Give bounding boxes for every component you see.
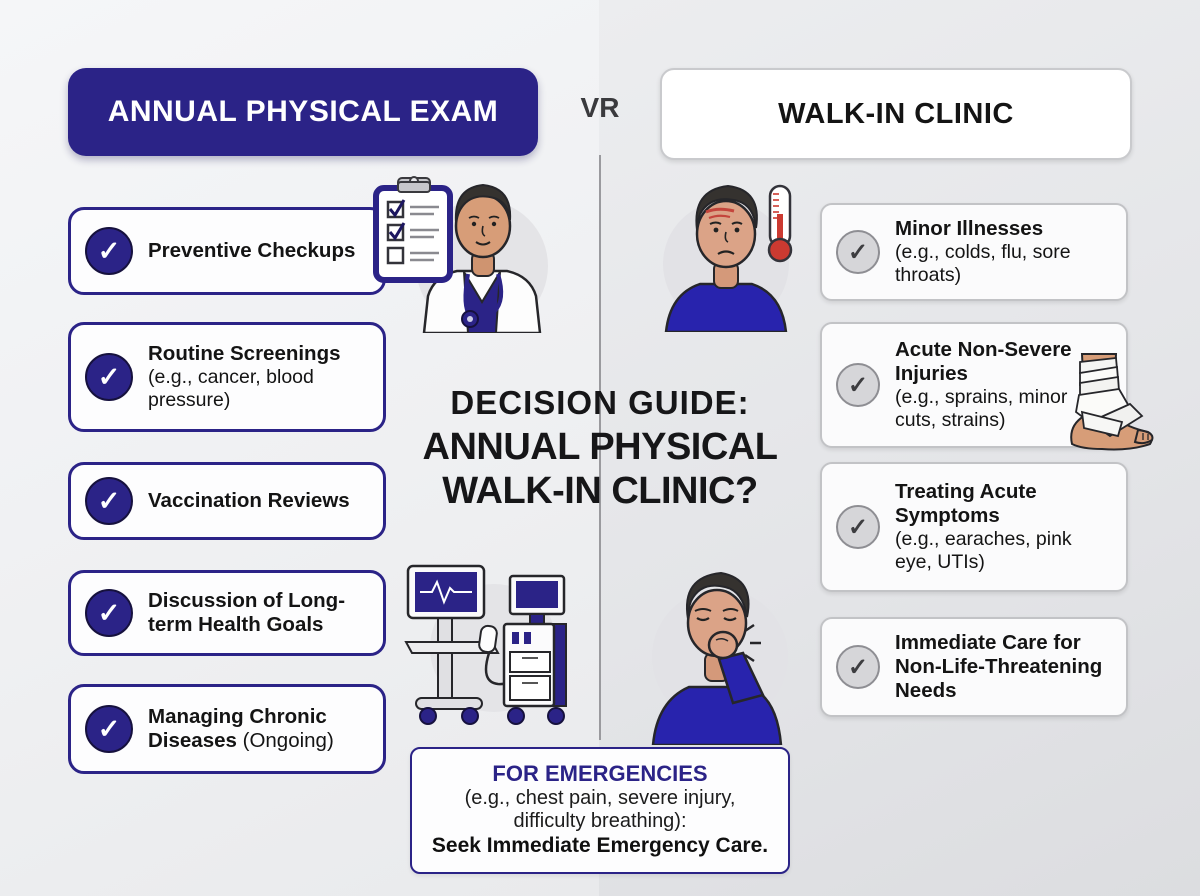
check-icon: ✓ bbox=[836, 230, 880, 274]
card-subtitle: (e.g., earaches, pink eye, UTIs) bbox=[895, 528, 1072, 574]
card-subtitle: (e.g., cancer, blood pressure) bbox=[148, 366, 314, 412]
card-title: Minor Illnesses bbox=[895, 216, 1044, 240]
annual-physical-exam-header: ANNUAL PHYSICAL EXAM bbox=[68, 68, 538, 156]
card-suffix: (Ongoing) bbox=[236, 729, 334, 752]
left-card-vaccination-reviews: ✓ Vaccination Reviews bbox=[68, 462, 386, 540]
cough-lines bbox=[744, 623, 761, 663]
card-title: Immediate Care for Non-Life-Threatening … bbox=[895, 630, 1103, 703]
card-text: Managing Chronic Diseases (Ongoing) bbox=[148, 705, 369, 753]
check-icon: ✓ bbox=[836, 505, 880, 549]
doctor-illustration bbox=[373, 176, 548, 333]
left-card-preventive-checkups: ✓ Preventive Checkups bbox=[68, 207, 386, 295]
check-icon: ✓ bbox=[85, 477, 133, 525]
left-card-long-term-goals: ✓ Discussion of Long-term Health Goals bbox=[68, 570, 386, 656]
emergency-notice-box: FOR EMERGENCIES (e.g., chest pain, sever… bbox=[410, 747, 790, 874]
right-card-immediate-care: ✓ Immediate Care for Non-Life-Threatenin… bbox=[820, 617, 1128, 717]
card-title: Preventive Checkups bbox=[148, 238, 356, 262]
card-subtitle: (e.g., sprains, minor cuts, strains) bbox=[895, 386, 1068, 432]
left-card-chronic-diseases: ✓ Managing Chronic Diseases (Ongoing) bbox=[68, 684, 386, 774]
versus-label: VR bbox=[580, 92, 620, 123]
card-title: Routine Screenings bbox=[148, 341, 341, 365]
thermometer-icon bbox=[767, 184, 793, 263]
card-title: Vaccination Reviews bbox=[148, 488, 350, 512]
stethoscope-icon bbox=[461, 273, 504, 328]
emergency-body-line2: difficulty breathing): bbox=[513, 810, 687, 833]
medical-equipment-illustration bbox=[404, 564, 567, 725]
right-card-acute-injuries: ✓ Acute Non-Severe Injuries (e.g., sprai… bbox=[820, 322, 1128, 448]
check-icon: ✓ bbox=[85, 227, 133, 275]
emergency-emphasis: Seek Immediate Emergency Care. bbox=[431, 834, 769, 858]
center-divider-line bbox=[599, 155, 601, 740]
card-text: Minor Illnesses (e.g., colds, flu, sore … bbox=[895, 217, 1112, 287]
left-card-routine-screenings: ✓ Routine Screenings (e.g., cancer, bloo… bbox=[68, 322, 386, 432]
clipboard-icon bbox=[373, 176, 453, 283]
annual-physical-exam-header-label: ANNUAL PHYSICAL EXAM bbox=[107, 95, 499, 128]
card-title: Managing Chronic Diseases bbox=[148, 704, 327, 752]
card-text: Immediate Care for Non-Life-Threatening … bbox=[895, 631, 1112, 704]
walk-in-clinic-header: WALK-IN CLINIC bbox=[660, 68, 1132, 160]
monitor-on-stand bbox=[404, 564, 516, 725]
check-icon: ✓ bbox=[85, 589, 133, 637]
check-icon: ✓ bbox=[85, 353, 133, 401]
right-card-acute-symptoms: ✓ Treating Acute Symptoms (e.g., earache… bbox=[820, 462, 1128, 592]
doctor-figure bbox=[422, 183, 542, 333]
card-subtitle: (e.g., colds, flu, sore throats) bbox=[895, 241, 1071, 287]
emergency-heading: FOR EMERGENCIES bbox=[492, 761, 708, 786]
card-title: Discussion of Long-term Health Goals bbox=[148, 588, 346, 636]
card-text: Preventive Checkups bbox=[148, 239, 355, 263]
card-text: Vaccination Reviews bbox=[148, 489, 350, 513]
coughing-man-illustration bbox=[651, 571, 788, 745]
title-line-3: WALK-IN CLINIC? bbox=[442, 469, 758, 512]
check-icon: ✓ bbox=[836, 363, 880, 407]
card-text: Routine Screenings (e.g., cancer, blood … bbox=[148, 342, 369, 412]
bandage-wraps bbox=[1075, 357, 1144, 438]
title-line-1: DECISION GUIDE: bbox=[450, 384, 750, 421]
walk-in-clinic-header-label: WALK-IN CLINIC bbox=[778, 97, 1014, 130]
equipment-cart bbox=[502, 574, 567, 725]
sick-man-illustration bbox=[663, 184, 793, 332]
card-text: Acute Non-Severe Injuries (e.g., sprains… bbox=[895, 338, 1091, 432]
check-icon: ✓ bbox=[85, 705, 133, 753]
emergency-body-line1: (e.g., chest pain, severe injury, bbox=[464, 787, 736, 810]
right-card-minor-illnesses: ✓ Minor Illnesses (e.g., colds, flu, sor… bbox=[820, 203, 1128, 301]
bandaged-ankle-illustration bbox=[1070, 353, 1154, 451]
decision-guide-title: DECISION GUIDE: ANNUAL PHYSICAL WALK-IN … bbox=[290, 382, 910, 513]
title-line-2: ANNUAL PHYSICAL bbox=[422, 425, 778, 468]
card-title: Treating Acute Symptoms bbox=[895, 479, 1037, 527]
card-text: Discussion of Long-term Health Goals bbox=[148, 589, 369, 637]
check-icon: ✓ bbox=[836, 645, 880, 689]
card-text: Treating Acute Symptoms (e.g., earaches,… bbox=[895, 480, 1112, 574]
card-title: Acute Non-Severe Injuries bbox=[895, 337, 1072, 385]
